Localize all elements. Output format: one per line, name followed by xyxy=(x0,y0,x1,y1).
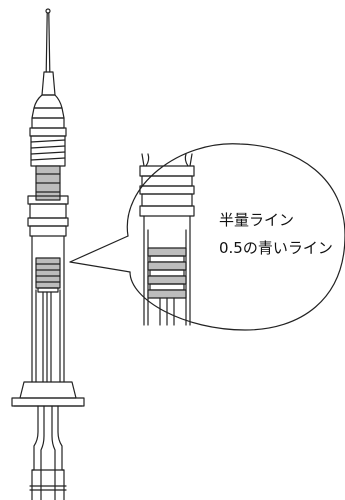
barrel-rings xyxy=(27,195,69,237)
plunger-lower-rod xyxy=(29,405,67,500)
magnified-syringe xyxy=(139,153,195,326)
finger-flange xyxy=(11,381,85,407)
plunger-stopper xyxy=(35,257,61,293)
callout-label-blue-line: 0.5の青いライン xyxy=(219,239,333,257)
callout-bubble xyxy=(69,143,345,331)
barrel xyxy=(31,235,65,383)
needle xyxy=(45,8,51,73)
upper-seal xyxy=(35,165,61,201)
luer-collar xyxy=(29,117,67,167)
callout-label-half-line: 半量ライン xyxy=(219,211,295,229)
plunger-rod xyxy=(42,291,52,383)
needle-hub xyxy=(31,71,65,119)
